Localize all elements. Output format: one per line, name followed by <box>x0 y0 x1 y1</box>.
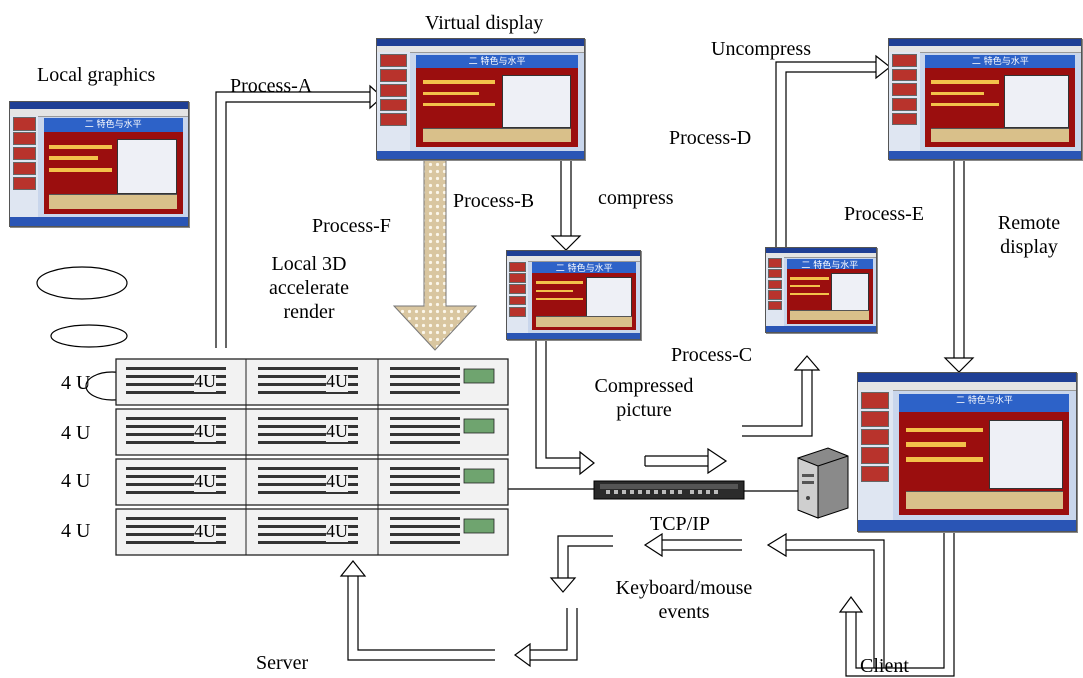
rack-unit-label: 4 U <box>61 470 91 492</box>
process-e-label: Process-E <box>844 203 924 225</box>
rack-unit-label: 4 U <box>61 372 91 394</box>
keyboard-arrow-b <box>528 608 568 651</box>
virtual-display-label: Virtual display <box>425 12 544 34</box>
remote-display-screen: 二 特色与水平 <box>857 372 1077 532</box>
remote-display-label: Remote display <box>997 212 1061 258</box>
process-a-label: Process-A <box>230 75 313 97</box>
compress-label: compress <box>598 187 674 209</box>
rack-badge: 4U <box>194 421 216 442</box>
slide-title: 二 特色与水平 <box>786 258 873 271</box>
tcp-ip-arrow <box>662 539 742 551</box>
slide-title: 二 特色与水平 <box>899 393 1070 412</box>
rack-badge: 4U <box>194 371 216 392</box>
network-switch <box>593 480 745 500</box>
process-c-arrow <box>742 370 803 427</box>
rack-unit-label: 4 U <box>61 422 91 444</box>
client-pc-icon <box>797 447 849 519</box>
compressed-screen-server: 二 特色与水平 <box>506 250 641 340</box>
slide-title: 二 特色与水平 <box>532 262 637 274</box>
compressed-screen-client: 二 特色与水平 <box>765 247 877 333</box>
server-label: Server <box>256 652 309 674</box>
uncompressed-screen: 二 特色与水平 <box>888 38 1082 160</box>
rack-unit-label: 4 U <box>61 520 91 542</box>
rack-badge: 4U <box>194 471 216 492</box>
process-a-arrow <box>215 91 372 348</box>
ellipse-1 <box>36 266 128 300</box>
process-c-label: Process-C <box>671 344 753 366</box>
network-arrow <box>645 455 708 467</box>
process-d-arrow <box>775 61 878 247</box>
keyboard-arrow-a <box>557 535 613 578</box>
client-label: Client <box>860 655 909 677</box>
slide-title: 二 特色与水平 <box>43 118 183 133</box>
server-rack: 4U 4U 4U 4U 4U 4U 4U 4U <box>114 357 510 557</box>
ellipse-2 <box>50 324 128 348</box>
client-to-network-arrow <box>785 539 885 668</box>
process-b-label: Process-B <box>453 190 535 212</box>
client-return-arrow <box>855 530 945 669</box>
rack-badge: 4U <box>326 471 348 492</box>
rack-badge: 4U <box>326 371 348 392</box>
local-graphics-screen: 二 特色与水平 <box>9 101 189 227</box>
process-f-label: Process-F <box>312 215 391 237</box>
virtual-display-screen: 二 特色与水平 <box>376 38 585 160</box>
local-graphics-label: Local graphics <box>37 64 156 86</box>
local-3d-label: Local 3D accelerate render <box>269 253 349 323</box>
compressed-picture-label: Compressed picture <box>594 375 694 421</box>
server-return-arrow <box>357 574 495 651</box>
rack-badge: 4U <box>194 521 216 542</box>
to-switch-arrow <box>535 338 580 469</box>
slide-title: 二 特色与水平 <box>925 54 1076 69</box>
process-f-arrow <box>392 157 478 351</box>
uncompress-label: Uncompress <box>711 38 811 60</box>
keyboard-mouse-label: Keyboard/mouse events <box>615 577 753 623</box>
rack-graphic <box>115 358 509 556</box>
slide-title: 二 特色与水平 <box>416 54 578 69</box>
rack-badge: 4U <box>326 421 348 442</box>
rack-badge: 4U <box>326 521 348 542</box>
tcp-ip-label: TCP/IP <box>650 513 711 535</box>
process-d-label: Process-D <box>669 127 752 149</box>
